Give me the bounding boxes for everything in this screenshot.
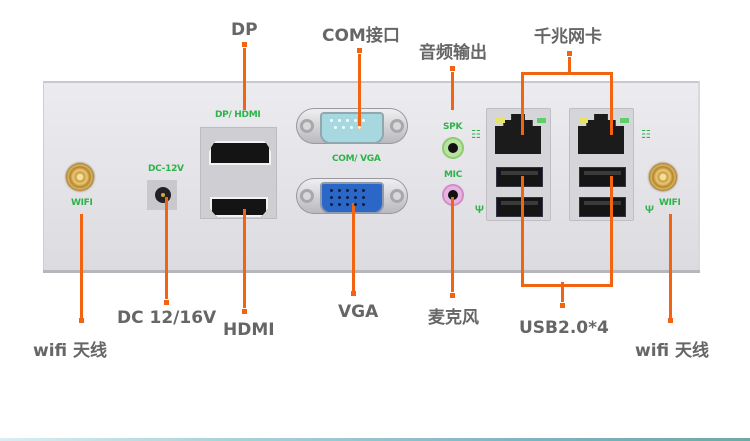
panel-label-dp-hdmi: DP/ HDMI: [215, 110, 261, 120]
connector-pin: [346, 189, 349, 192]
network-icon: ☷: [471, 129, 481, 141]
connector-pin: [362, 189, 365, 192]
connector-pin: [346, 119, 349, 122]
leader-dot-lan: [567, 51, 572, 56]
leader-dot-dc: [164, 300, 169, 305]
connector-pin: [338, 119, 341, 122]
connector-pin: [350, 126, 353, 129]
connector-pin: [362, 203, 365, 206]
panel-label-com-vga: COM/ VGA: [332, 154, 381, 164]
usb-port-3: [579, 167, 626, 187]
callout-dc: DC 12/16V: [117, 308, 217, 328]
panel-label-mic: MIC: [444, 170, 463, 180]
panel-label-wifi-right: WIFI: [659, 198, 681, 208]
leader-dot-com: [357, 48, 362, 53]
connector-pin: [338, 189, 341, 192]
connector-pin: [338, 196, 341, 199]
displayport-port: [209, 141, 271, 165]
ethernet-led-1-yellow: [496, 118, 505, 123]
panel-label-spk: SPK: [443, 122, 463, 132]
wifi-antenna-connector-right: [649, 163, 677, 191]
leader-line-wifi-right: [669, 214, 672, 318]
leader-dot-hdmi: [242, 309, 247, 314]
leader-line-lan-stem: [568, 57, 571, 75]
ethernet-led-1-green: [537, 118, 546, 123]
leader-line-lan-bracket: [521, 72, 613, 75]
leader-dot-vga: [351, 291, 356, 296]
callout-vga: VGA: [338, 302, 379, 322]
leader-line-usb-stem: [561, 282, 564, 302]
callout-mic: 麦克风: [428, 308, 479, 328]
leader-line-audio: [451, 72, 454, 110]
leader-line-com: [358, 54, 361, 129]
leader-line-dc: [165, 197, 168, 299]
connector-pin: [334, 126, 337, 129]
callout-wifi-right: wifi 天线: [635, 341, 710, 361]
connector-pin: [354, 203, 357, 206]
connector-pin: [358, 126, 361, 129]
network-icon: ☷: [641, 129, 651, 141]
bottom-divider: [0, 438, 750, 441]
vga-screw-right: [390, 189, 404, 203]
connector-pin: [362, 196, 365, 199]
connector-pin: [354, 119, 357, 122]
panel-label-wifi-left: WIFI: [71, 198, 93, 208]
usb-port-4: [579, 197, 626, 217]
leader-dot-wifi-right: [668, 318, 673, 323]
ethernet-led-2-green: [620, 118, 629, 123]
usb-port-1: [496, 167, 543, 187]
leader-line-usb-bracket: [521, 284, 613, 287]
callout-wifi-left: wifi 天线: [33, 341, 108, 361]
leader-dot-wifi-left: [79, 318, 84, 323]
leader-dot-dp: [242, 42, 247, 47]
leader-line-usb-1: [521, 176, 524, 287]
vga-screw-left: [300, 189, 314, 203]
leader-line-usb-2: [610, 176, 613, 287]
connector-pin: [338, 203, 341, 206]
dc-jack-pin: [161, 193, 165, 197]
usb-icon: Ψ: [475, 204, 484, 216]
connector-pin: [346, 203, 349, 206]
connector-pin: [346, 196, 349, 199]
com-screw-left: [300, 119, 314, 133]
callout-audio-out: 音频输出: [419, 43, 487, 63]
leader-line-lan-2: [610, 72, 613, 135]
leader-dot-audio: [450, 66, 455, 71]
leader-dot-usb: [560, 303, 565, 308]
leader-line-lan-1: [521, 72, 524, 135]
usb-port-2: [496, 197, 543, 217]
leader-line-hdmi: [243, 209, 246, 308]
hdmi-port: [210, 197, 268, 217]
connector-pin: [330, 119, 333, 122]
callout-dp: DP: [231, 20, 258, 40]
leader-line-mic: [451, 197, 454, 292]
connector-pin: [330, 189, 333, 192]
callout-gigabit-lan: 千兆网卡: [534, 27, 602, 47]
callout-usb: USB2.0*4: [519, 318, 609, 338]
com-screw-right: [390, 119, 404, 133]
callout-com: COM接口: [322, 26, 400, 46]
mic-jack: [442, 184, 464, 206]
callout-hdmi: HDMI: [223, 320, 275, 340]
usb-icon: Ψ: [645, 204, 654, 216]
connector-pin: [330, 203, 333, 206]
leader-line-wifi-left: [80, 214, 83, 318]
connector-pin: [362, 119, 365, 122]
leader-line-dp: [243, 48, 246, 110]
leader-dot-mic: [450, 293, 455, 298]
connector-pin: [342, 126, 345, 129]
ethernet-led-2-yellow: [579, 118, 588, 123]
connector-pin: [354, 189, 357, 192]
panel-label-dc: DC-12V: [148, 164, 184, 174]
wifi-antenna-connector-left: [66, 163, 94, 191]
connector-pin: [330, 196, 333, 199]
speaker-jack: [442, 137, 464, 159]
leader-line-vga: [352, 203, 355, 291]
connector-pin: [354, 196, 357, 199]
